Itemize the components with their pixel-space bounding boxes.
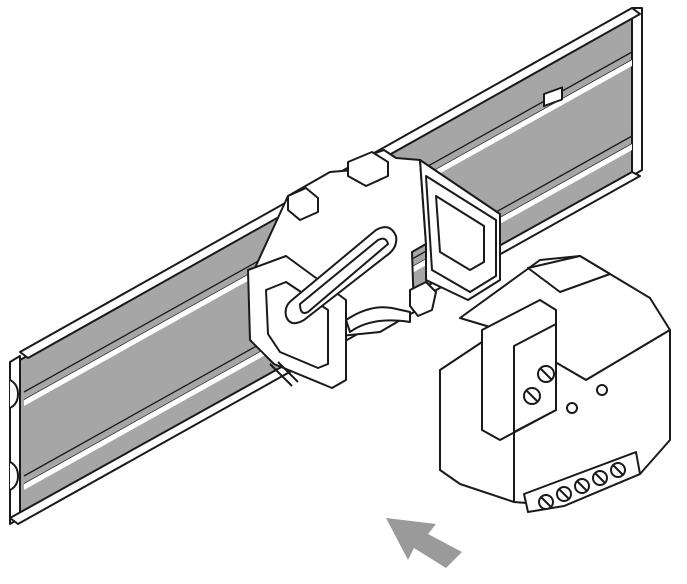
adapter-right-bracket-inner xyxy=(435,195,485,271)
adapter-slot xyxy=(284,226,398,325)
adapter-hook xyxy=(345,306,411,333)
adapter-leg xyxy=(269,363,293,387)
din-rail-notch xyxy=(9,379,19,409)
screw-front-5 xyxy=(610,462,626,478)
din-rail-adapter xyxy=(247,149,501,389)
screw-front-2 xyxy=(556,486,572,502)
din-rail-notch-lower xyxy=(9,461,19,491)
screw-top-1 xyxy=(537,365,555,383)
screw-front-1 xyxy=(538,494,554,510)
adapter-top-tab xyxy=(347,151,389,187)
adapter-slot-inner xyxy=(299,237,389,314)
screw-top-2 xyxy=(523,387,541,405)
terminal-screws xyxy=(523,365,626,510)
adapter-leg-2 xyxy=(277,361,299,383)
module-top-slot xyxy=(543,86,563,108)
indicator-led-2 xyxy=(596,384,608,396)
terminal-block-face xyxy=(513,323,557,433)
adapter-top-tab-2 xyxy=(287,187,319,221)
module-indicators xyxy=(566,384,608,414)
screw-front-4 xyxy=(592,470,608,486)
adapter-clip-latch xyxy=(409,281,437,317)
module-top-ridge xyxy=(527,255,611,293)
din-rail-top-flange xyxy=(631,7,643,177)
indicator-led-1 xyxy=(566,402,578,414)
direction-arrow xyxy=(386,518,462,568)
screw-front-3 xyxy=(574,478,590,494)
